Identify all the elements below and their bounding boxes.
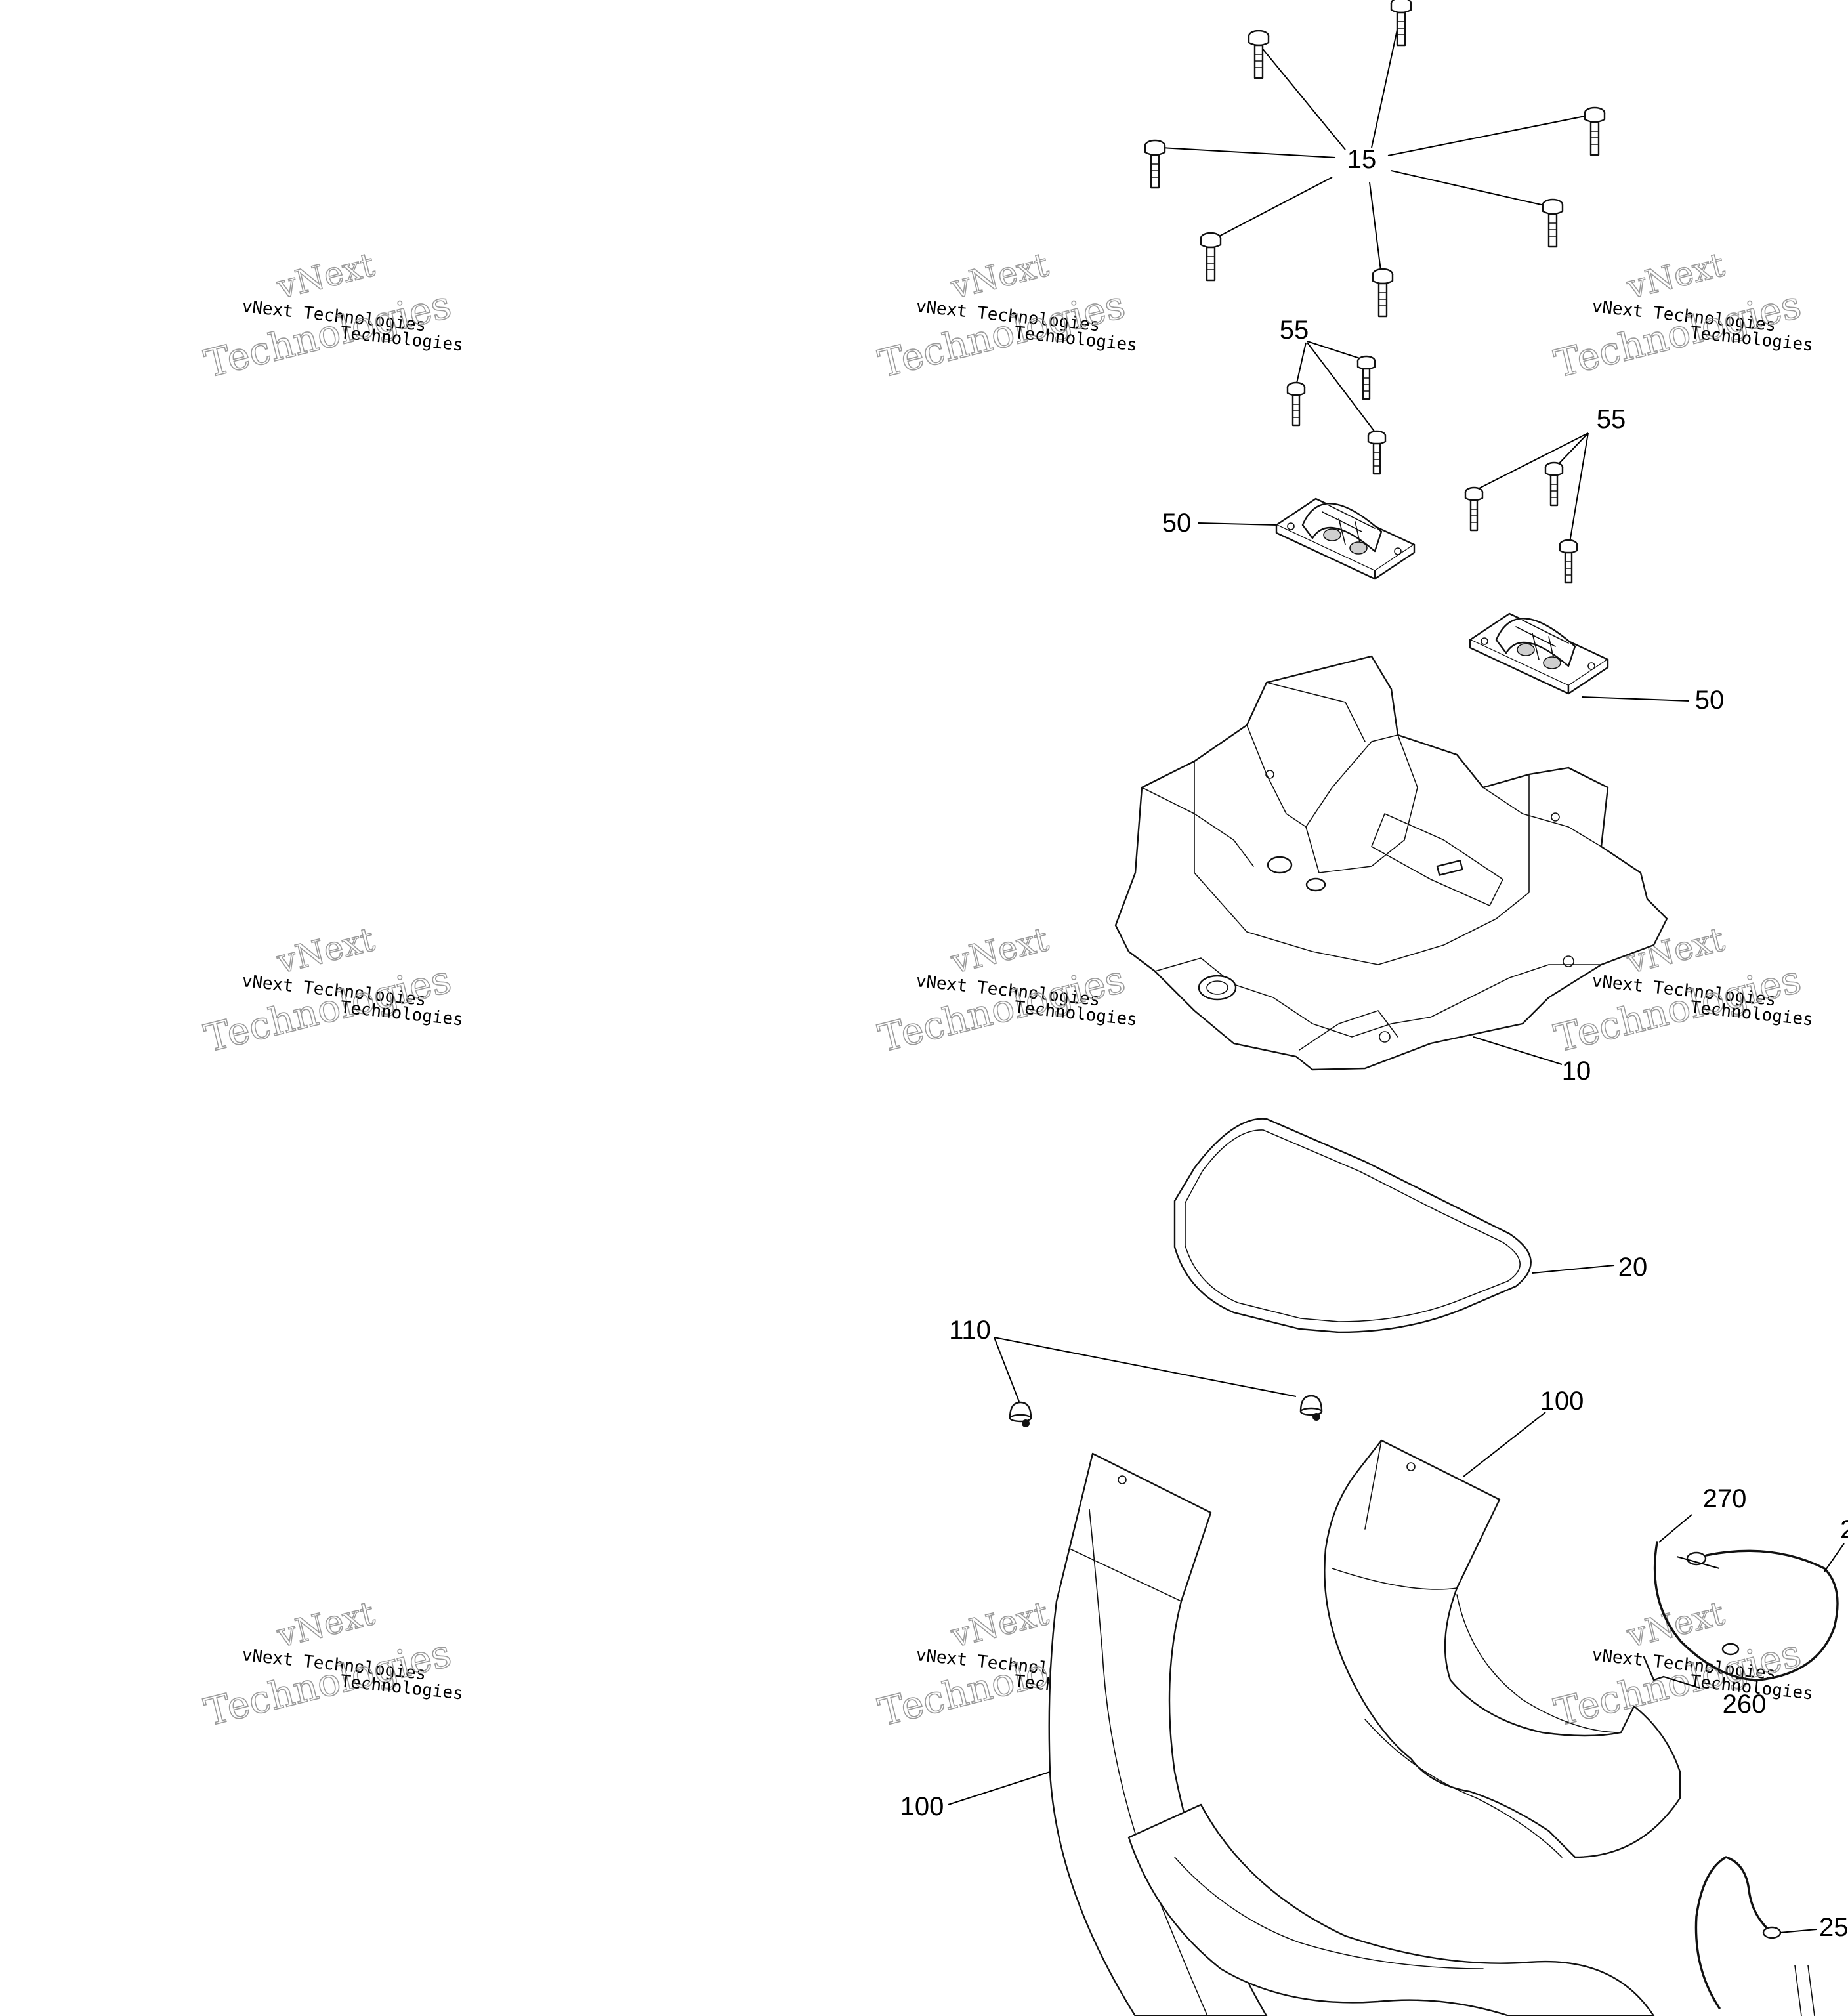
screw-15 [1144,139,1166,189]
cap-110 [1009,1401,1032,1429]
screw-15 [1200,232,1222,282]
screw-15 [1372,268,1394,318]
watermark: vNext Technologies vNext Technologies Te… [1549,245,1814,387]
watermark-big1: vNext [273,245,378,306]
watermark-big1: vNext [1623,245,1728,306]
callout-100: 100 [1540,1387,1584,1416]
callout-50: 50 [1695,686,1725,715]
clamp-25-upper: 270 25 260 [1643,1484,1848,1719]
gasket-20: 20 [1173,1118,1648,1334]
duct-100-right: 100 [1324,1387,1681,1858]
watermark-big1: vNext [273,920,378,981]
callout-15: 15 [1347,145,1377,174]
watermark-big1: vNext [947,245,1052,306]
watermark-big1: vNext [273,1594,378,1655]
callout-55: 55 [1597,405,1626,434]
screw-55 [1367,430,1387,475]
callout-25: 25 [1819,1913,1848,1942]
watermark: vNext Technologies vNext Technologies Te… [1549,1593,1814,1735]
callout-10: 10 [1562,1057,1591,1085]
watermark: vNext Technologies vNext Technologies Te… [873,919,1138,1061]
watermark: vNext Technologies vNext Technologies Te… [200,919,464,1061]
bracket-50-upper: 50 [1162,497,1416,580]
cap-110 [1299,1395,1323,1422]
callout-260: 260 [1723,1690,1767,1719]
callout-50: 50 [1162,509,1192,537]
screw-55 [1286,381,1306,427]
screw-55 [1356,355,1376,400]
bracket-50 [1469,612,1609,695]
screws-55-right: 55 [1464,405,1626,584]
bracket-50-lower: 50 [1469,612,1725,715]
screw-55 [1559,539,1578,584]
callout-270: 270 [1703,1484,1747,1513]
housing-10: 10 [1114,655,1668,1085]
watermark-big1: vNext [1623,1594,1728,1655]
callout-55: 55 [1280,316,1309,345]
callout-110: 110 [949,1316,991,1345]
watermark-grid: vNext Technologies vNext Technologies Te… [200,245,1814,1735]
callout-100: 100 [900,1792,944,1821]
screws-55-left: 55 [1280,316,1387,475]
screw-15 [1542,198,1564,248]
screw-55 [1464,486,1484,532]
watermark-big1: vNext [947,1594,1052,1655]
bracket-50 [1275,497,1416,580]
screw-15 [1584,106,1606,156]
screws-15: 15 [1144,0,1606,318]
watermark: vNext Technologies vNext Technologies Te… [200,1593,464,1735]
clamp-25-lower: 25 [1694,1856,1848,2016]
caps-110: 110 [949,1316,1323,1429]
duct-100-left: 100 [900,1452,1268,2016]
callout-25: 25 [1840,1515,1848,1544]
screw-55 [1544,461,1564,507]
watermark: vNext Technologies vNext Technologies Te… [873,245,1138,387]
watermark: vNext Technologies vNext Technologies Te… [200,245,464,387]
screw-15 [1248,30,1270,79]
callout-20: 20 [1618,1253,1648,1282]
watermark-big1: vNext [947,920,1052,981]
screw-15 [1390,0,1412,47]
